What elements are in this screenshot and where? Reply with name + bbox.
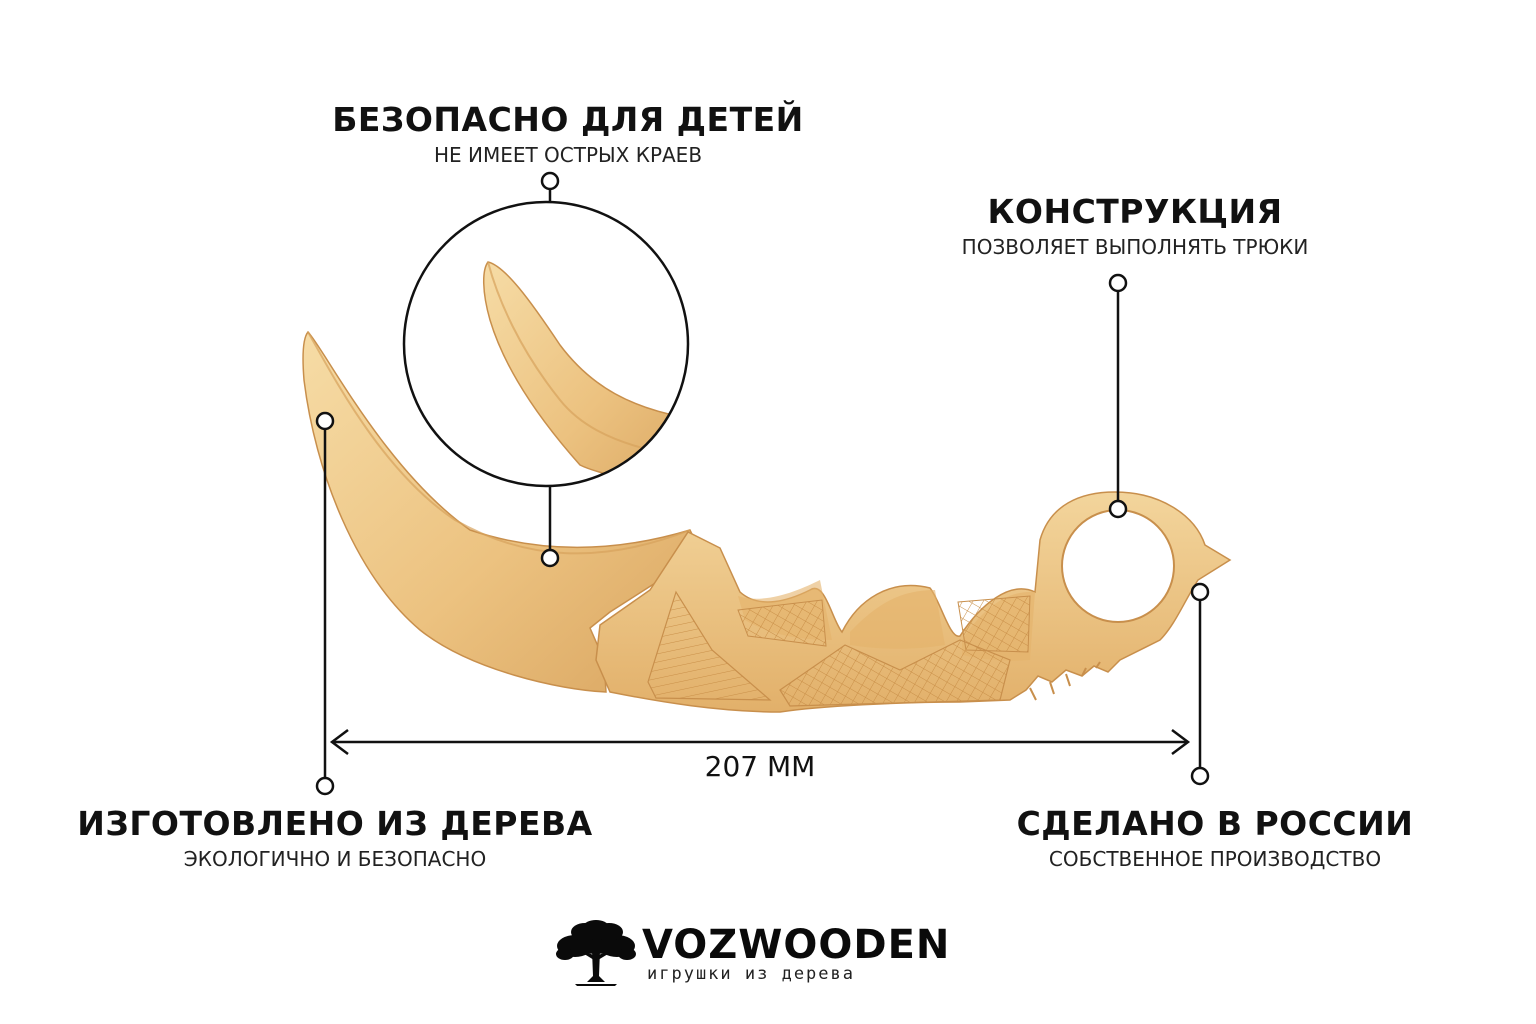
callout-made-of-wood: ИЗГОТОВЛЕНО ИЗ ДЕРЕВА ЭКОЛОГИЧНО И БЕЗОП… bbox=[40, 804, 630, 872]
zoom-detail-circle bbox=[402, 200, 690, 488]
callout-safe-for-kids: БЕЗОПАСНО ДЛЯ ДЕТЕЙ НЕ ИМЕЕТ ОСТРЫХ КРАЕ… bbox=[318, 100, 818, 168]
karambit-knife bbox=[302, 330, 1232, 713]
callout-subtitle: НЕ ИМЕЕТ ОСТРЫХ КРАЕВ bbox=[433, 143, 703, 167]
callout-title: ИЗГОТОВЛЕНО ИЗ ДЕРЕВА bbox=[77, 804, 593, 843]
callout-title: КОНСТРУКЦИЯ bbox=[987, 192, 1283, 231]
callout-subtitle: ЭКОЛОГИЧНО И БЕЗОПАСНО bbox=[183, 847, 487, 871]
callout-subtitle: СОБСТВЕННОЕ ПРОИЗВОДСТВО bbox=[1048, 847, 1382, 871]
callout-subtitle: ПОЗВОЛЯЕТ ВЫПОЛНЯТЬ ТРЮКИ bbox=[961, 235, 1309, 259]
callout-lines bbox=[315, 171, 1210, 796]
knife-blade bbox=[302, 330, 703, 693]
callout-title: СДЕЛАНО В РОССИИ bbox=[1016, 804, 1414, 843]
brand-name: VOZWOODEN bbox=[642, 922, 951, 968]
brand-logo: VOZWOODEN игрушки из дерева bbox=[555, 920, 985, 990]
tree-icon bbox=[556, 920, 636, 986]
brand-tagline: игрушки из дерева bbox=[647, 964, 855, 984]
callout-construction: КОНСТРУКЦИЯ ПОЗВОЛЯЕТ ВЫПОЛНЯТЬ ТРЮКИ bbox=[880, 192, 1390, 260]
callout-made-in-russia: СДЕЛАНО В РОССИИ СОБСТВЕННОЕ ПРОИЗВОДСТВ… bbox=[980, 804, 1450, 872]
callout-title: БЕЗОПАСНО ДЛЯ ДЕТЕЙ bbox=[332, 100, 804, 139]
knife-ring-hole bbox=[1061, 509, 1175, 623]
dimension-label: 207 ММ bbox=[704, 750, 816, 783]
dimension-arrow bbox=[329, 729, 1191, 755]
